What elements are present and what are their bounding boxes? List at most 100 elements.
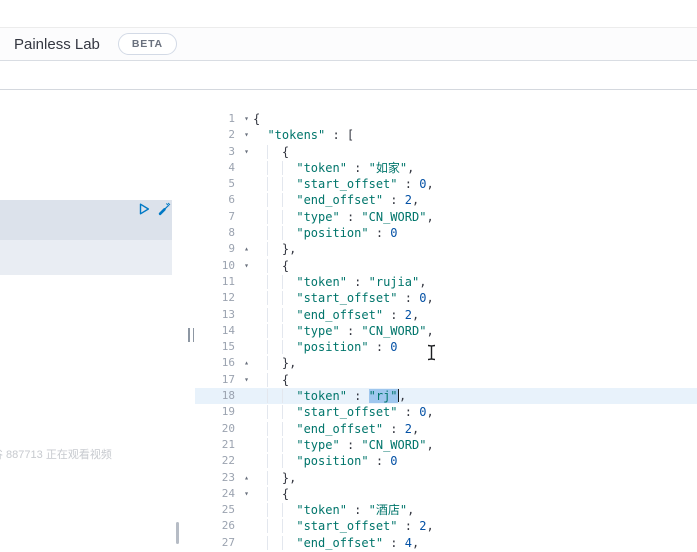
code-text: "position" : 0 — [253, 225, 697, 241]
fold-spacer — [240, 421, 253, 437]
toolbar-strip — [0, 61, 697, 90]
syringe-icon[interactable] — [156, 201, 172, 217]
fold-toggle-icon[interactable]: ▴ — [244, 358, 249, 368]
code-text: "position" : 0 — [253, 453, 697, 469]
fold-spacer — [240, 388, 253, 404]
editor-line[interactable]: 16 ▴ }, — [195, 355, 697, 371]
line-number: 23 — [221, 470, 235, 484]
fold-toggle-icon[interactable]: ▾ — [244, 374, 249, 384]
line-number: 5 — [228, 177, 235, 191]
line-number: 27 — [221, 535, 235, 549]
editor-line[interactable]: 12 "start_offset" : 0, — [195, 290, 697, 306]
top-strip — [0, 0, 697, 28]
fold-toggle-icon[interactable]: ▾ — [244, 114, 249, 123]
editor-line[interactable]: 22 "position" : 0 — [195, 453, 697, 469]
editor-line[interactable]: 5 "start_offset" : 0, — [195, 176, 697, 192]
editor-line[interactable]: 7 "type" : "CN_WORD", — [195, 209, 697, 225]
fold-spacer — [240, 437, 253, 453]
editor-line[interactable]: 23▴ }, — [195, 470, 697, 486]
editor-line[interactable]: 25 "token" : "酒店", — [195, 502, 697, 518]
code-text: { — [253, 112, 261, 126]
play-button[interactable] — [136, 201, 152, 217]
code-text: "start_offset" : 0, — [253, 404, 697, 420]
editor-line[interactable]: 6 "end_offset" : 2, — [195, 192, 697, 208]
left-panel-block-bottom — [0, 240, 172, 275]
editor-line[interactable]: 26 "start_offset" : 2, — [195, 518, 697, 534]
fold-spacer — [240, 192, 253, 208]
selected-text: "rj" — [368, 389, 398, 404]
editor-line[interactable]: 4 "token" : "如家", — [195, 160, 697, 176]
fold-toggle-icon[interactable]: ▾ — [244, 146, 249, 156]
code-text: }, — [253, 355, 697, 371]
line-number: 25 — [221, 503, 235, 517]
viewer-watermark: 谷 887713 正在观看视频 — [0, 449, 112, 461]
editor-line[interactable]: 3▾ { — [195, 144, 697, 160]
fold-spacer — [240, 535, 253, 551]
editor-line[interactable]: 24 ▾ { — [195, 486, 697, 502]
fold-spacer — [240, 518, 253, 534]
line-number: 20 — [221, 421, 235, 435]
code-text: { — [253, 258, 697, 274]
text-caret — [397, 389, 400, 403]
code-text: "end_offset" : 2, — [253, 307, 697, 323]
line-number: 6 — [228, 193, 235, 207]
fold-spacer — [240, 502, 253, 518]
editor-line[interactable]: 14 "type" : "CN_WORD", — [195, 323, 697, 339]
fold-toggle-icon[interactable]: ▴ — [244, 472, 249, 482]
line-number: 21 — [221, 437, 235, 451]
fold-toggle-icon[interactable]: ▾ — [244, 260, 249, 270]
line-number: 18 — [221, 389, 235, 403]
editor-line[interactable]: 13 "end_offset" : 2, — [195, 307, 697, 323]
line-number: 10 — [221, 258, 235, 272]
line-number: 1 — [228, 112, 235, 125]
line-number: 14 — [221, 323, 235, 337]
fold-toggle-icon[interactable]: ▾ — [244, 488, 249, 498]
output-editor[interactable]: 1 ▾ {2▾ "tokens" : [3▾ {4 "token" : "如家",5… — [195, 90, 697, 552]
line-number: 22 — [221, 454, 235, 468]
page-title: Painless Lab — [14, 35, 100, 53]
line-number: 8 — [228, 226, 235, 240]
left-scrollbar-thumb[interactable] — [176, 522, 179, 544]
code-text: { — [253, 372, 697, 388]
editor-line[interactable]: 1 ▾ { — [195, 111, 697, 127]
fold-spacer — [240, 307, 253, 323]
line-number: 16 — [221, 356, 235, 370]
line-number: 11 — [221, 274, 235, 288]
code-text: "type" : "CN_WORD", — [253, 437, 697, 453]
fold-toggle-icon[interactable]: ▾ — [244, 130, 249, 140]
editor-lines: 1 ▾ {2▾ "tokens" : [3▾ {4 "token" : "如家",5… — [195, 111, 697, 551]
header-bar: Painless Lab BETA — [0, 28, 697, 61]
fold-spacer — [240, 453, 253, 469]
fold-spacer — [240, 274, 253, 290]
code-text: "end_offset" : 2, — [253, 421, 697, 437]
code-text: "end_offset" : 2, — [253, 192, 697, 208]
code-text: "end_offset" : 4, — [253, 535, 697, 551]
editor-line[interactable]: 15 "position" : 0 — [195, 339, 697, 355]
editor-line[interactable]: 11 "token" : "rujia", — [195, 274, 697, 290]
code-text: "start_offset" : 2, — [253, 518, 697, 534]
mouse-cursor-ibeam — [426, 344, 437, 366]
editor-line[interactable]: 9▴ }, — [195, 241, 697, 257]
editor-line[interactable]: 21 "type" : "CN_WORD", — [195, 437, 697, 453]
beta-badge: BETA — [117, 33, 177, 55]
fold-spacer — [240, 323, 253, 339]
code-text: "token" : "rujia", — [253, 274, 697, 290]
editor-line[interactable]: 17▾ { — [195, 372, 697, 388]
fold-spacer — [240, 176, 253, 192]
editor-line[interactable]: 8 "position" : 0 — [195, 225, 697, 241]
editor-line[interactable]: 20 "end_offset" : 2, — [195, 421, 697, 437]
code-text: "type" : "CN_WORD", — [253, 323, 697, 339]
fold-spacer — [240, 209, 253, 225]
editor-line[interactable]: 19 "start_offset" : 0, — [195, 404, 697, 420]
editor-line[interactable]: 27 "end_offset" : 4, — [195, 535, 697, 551]
editor-line[interactable]: 18 "token" : "rj", — [195, 388, 697, 405]
panel-resizer-handle[interactable] — [188, 328, 195, 342]
code-text: "token" : "酒店", — [253, 502, 697, 518]
line-number: 26 — [221, 519, 235, 533]
line-number: 24 — [221, 486, 235, 500]
editor-line[interactable]: 2▾ "tokens" : [ — [195, 127, 697, 143]
editor-line[interactable]: 10 ▾ { — [195, 258, 697, 274]
fold-toggle-icon[interactable]: ▴ — [244, 244, 249, 254]
code-text: { — [253, 486, 697, 502]
